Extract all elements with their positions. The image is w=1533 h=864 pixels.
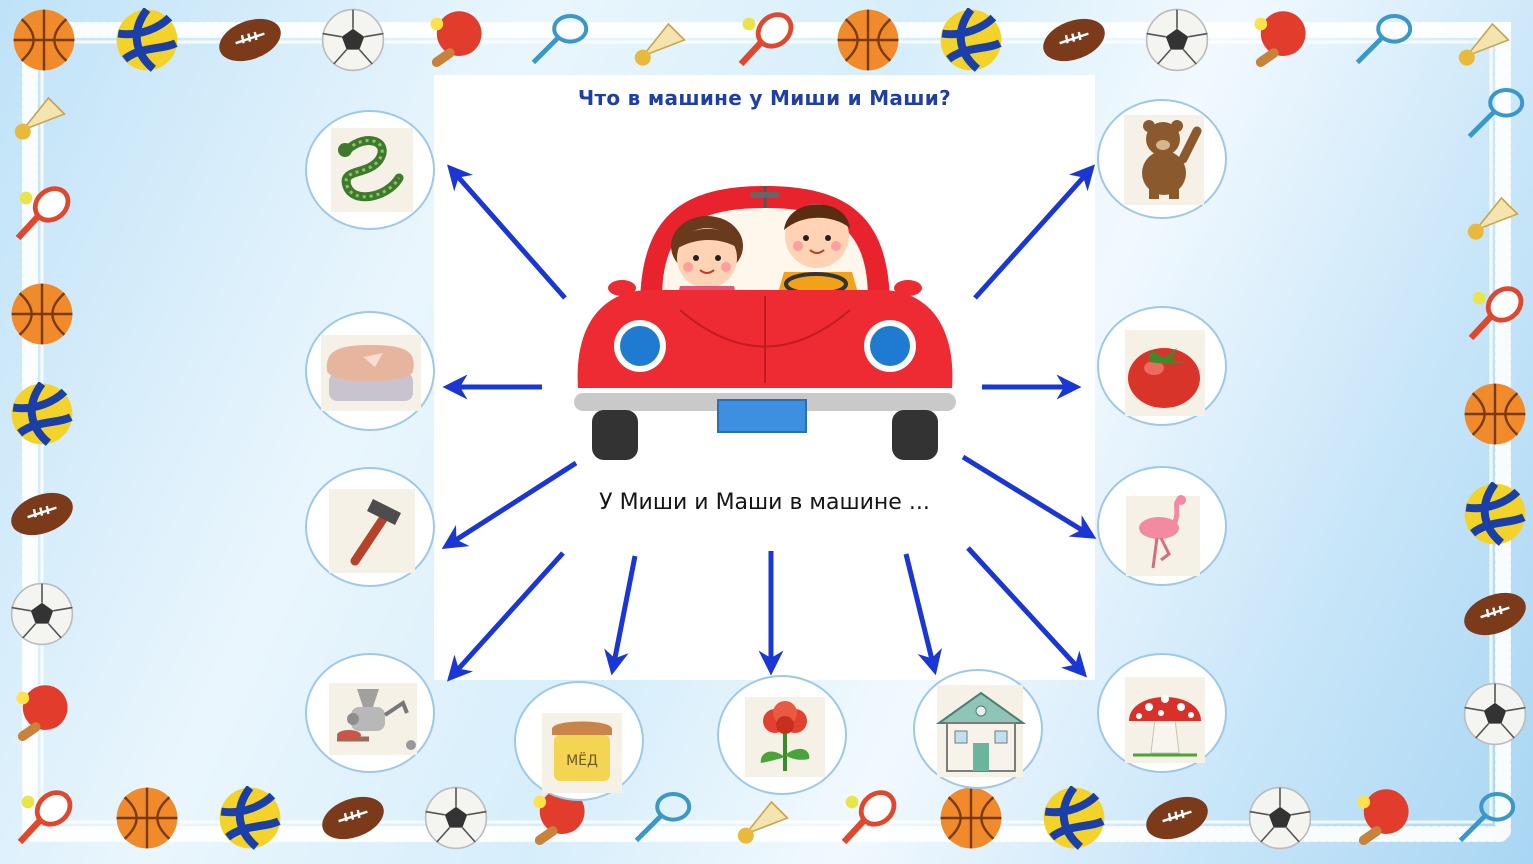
meat-grinder-icon: [329, 683, 417, 755]
volleyball-icon: [11, 382, 73, 446]
soccer-ball-icon: [10, 582, 74, 646]
snake-icon: [331, 128, 413, 212]
car-with-children-illustration: [574, 186, 956, 460]
arrow-to-flamingo: [961, 454, 1097, 539]
soccer-ball-icon: [1248, 786, 1312, 850]
shuttlecock-icon: [634, 22, 686, 66]
volleyball-icon: [940, 8, 1002, 72]
american-football-icon: [322, 796, 384, 840]
girl-passenger: [671, 216, 743, 303]
patty-icon: [321, 335, 421, 411]
arrow-to-bear: [973, 164, 1096, 300]
shuttlecock-icon: [737, 800, 789, 844]
badminton-racket-icon: [531, 14, 589, 65]
ping-pong-paddle-icon: [430, 11, 482, 67]
item-flamingo[interactable]: [1097, 466, 1227, 586]
arrow-to-meat-grinder: [446, 551, 565, 682]
basketball-icon: [1464, 383, 1526, 445]
american-football-icon: [1043, 18, 1105, 62]
american-football-icon: [219, 18, 281, 62]
arrow-to-house: [903, 553, 942, 676]
badminton-racket-icon: [1467, 88, 1525, 139]
item-bear[interactable]: [1097, 99, 1227, 219]
american-football-icon: [1146, 796, 1208, 840]
flamingo-icon: [1126, 495, 1200, 576]
badminton-racket-icon: [634, 792, 692, 843]
tennis-racket-icon: [738, 12, 794, 67]
item-poppy-flower[interactable]: [717, 675, 847, 795]
arrow-to-mushroom: [966, 546, 1088, 678]
soccer-ball-icon: [1145, 8, 1209, 72]
basketball-icon: [116, 787, 178, 849]
volleyball-icon: [1043, 786, 1105, 850]
ping-pong-paddle-icon: [1254, 11, 1306, 67]
arrow-to-honey: [604, 555, 638, 676]
soccer-ball-icon: [321, 8, 385, 72]
tennis-racket-icon: [17, 790, 73, 845]
basketball-icon: [940, 787, 1002, 849]
mushroom-icon: [1125, 677, 1205, 763]
item-meat-grinder[interactable]: [305, 653, 435, 773]
honey-jar-icon: МЁД: [542, 713, 622, 793]
slide-title: Что в машине у Миши и Маши?: [578, 86, 951, 110]
item-house[interactable]: [913, 669, 1043, 789]
tennis-racket-icon: [15, 186, 71, 241]
badminton-racket-icon: [1458, 792, 1516, 843]
arrow-to-snake: [447, 164, 567, 300]
tennis-racket-icon: [841, 790, 897, 845]
item-snake[interactable]: [305, 110, 435, 230]
american-football-icon: [11, 492, 73, 536]
volleyball-icon: [219, 786, 281, 850]
volleyball-icon: [1464, 482, 1526, 546]
item-fly-agaric-mushroom[interactable]: [1097, 653, 1227, 773]
hammer-icon: [329, 489, 415, 573]
basketball-icon: [837, 9, 899, 71]
soccer-ball-icon: [1463, 682, 1527, 746]
soccer-ball-icon: [424, 786, 488, 850]
volleyball-icon: [116, 8, 178, 72]
item-cutlet-patty[interactable]: [305, 311, 435, 431]
slide-subtitle: У Миши и Маши в машине ...: [599, 490, 930, 515]
shuttlecock-icon: [1467, 196, 1519, 240]
shuttlecock-icon: [14, 96, 66, 140]
ping-pong-paddle-icon: [16, 685, 68, 741]
tomato-icon: [1125, 330, 1205, 416]
american-football-icon: [1464, 592, 1526, 636]
poppy-flower-icon: [745, 697, 825, 777]
tennis-racket-icon: [1468, 286, 1524, 341]
item-tomato[interactable]: [1097, 306, 1227, 426]
shuttlecock-icon: [1458, 22, 1510, 66]
item-honey-jar[interactable]: МЁД: [514, 681, 644, 801]
ping-pong-paddle-icon: [1357, 789, 1409, 845]
honey-jar-label: МЁД: [566, 751, 598, 769]
item-hammer[interactable]: [305, 467, 435, 587]
house-icon: [935, 685, 1027, 777]
arrow-to-hammer: [441, 460, 578, 550]
basketball-icon: [11, 283, 73, 345]
bear-icon: [1124, 115, 1204, 205]
badminton-racket-icon: [1355, 14, 1413, 65]
basketball-icon: [13, 9, 75, 71]
